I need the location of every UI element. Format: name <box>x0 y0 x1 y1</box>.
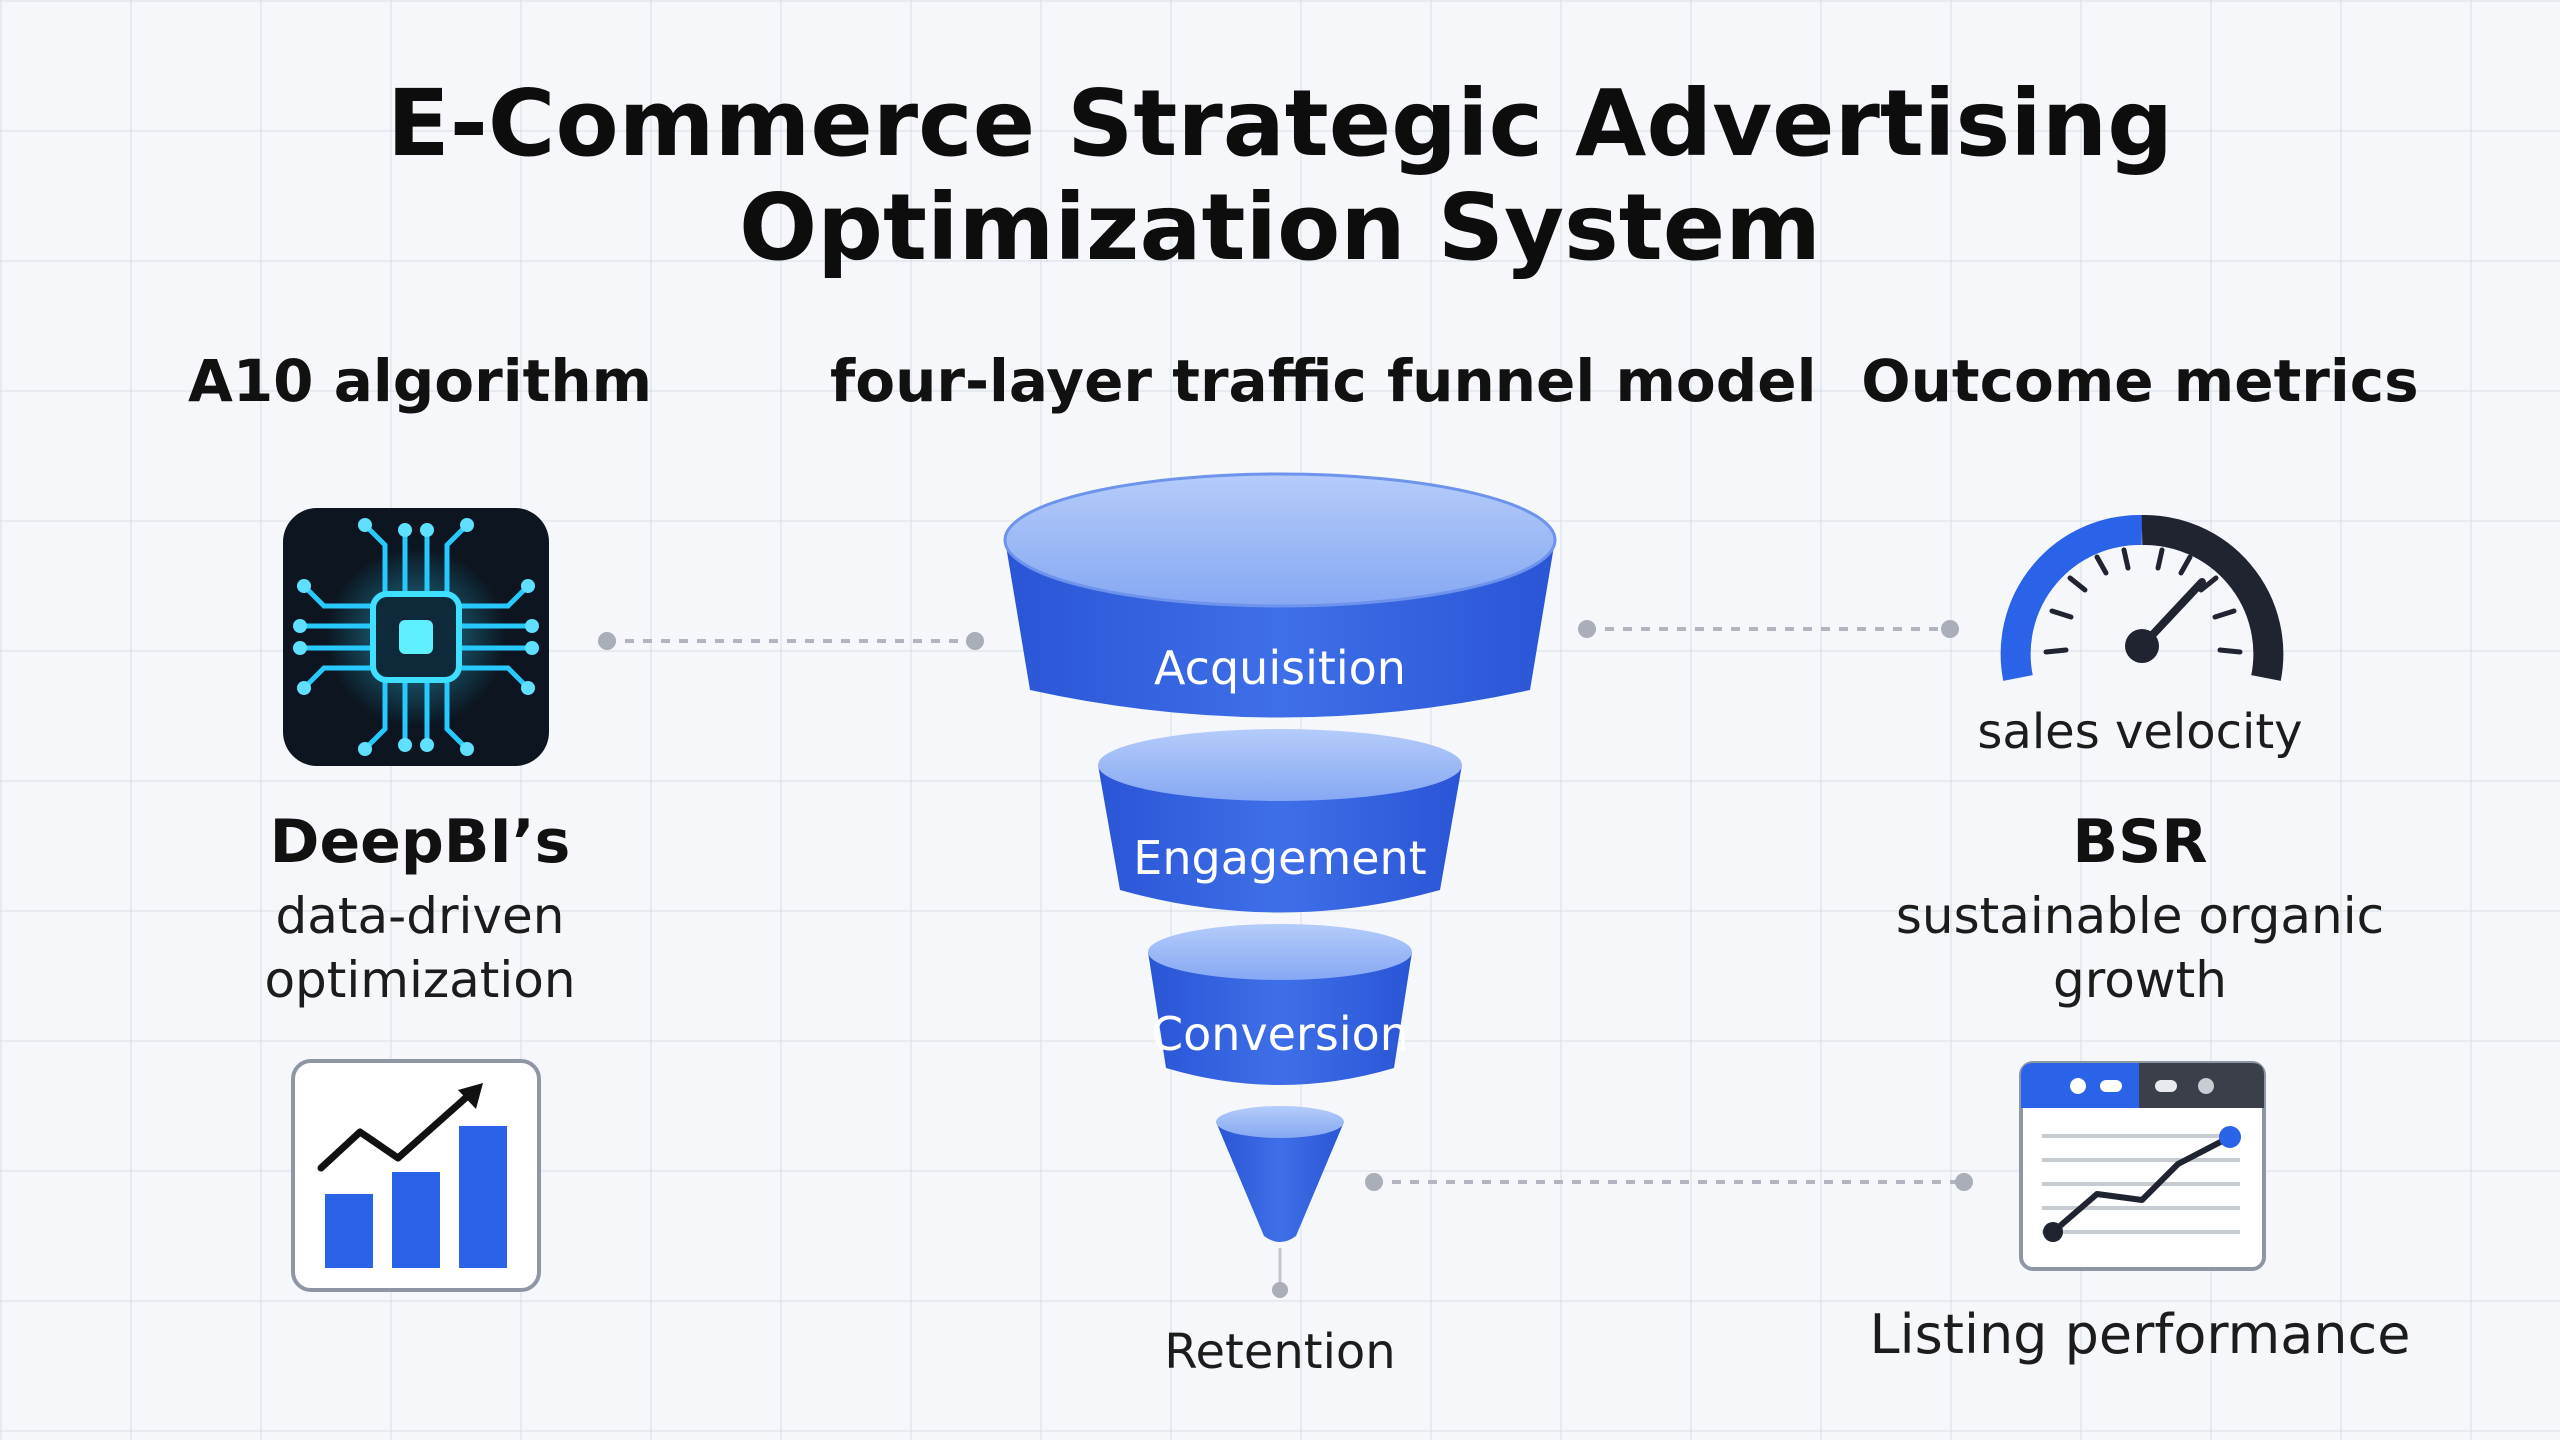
deepbi-label: DeepBI’s <box>269 807 571 877</box>
circuit-chip-icon <box>283 508 549 766</box>
deepbi-description-line-1: data-driven <box>275 887 565 945</box>
sales-velocity-label: sales velocity <box>1977 704 2303 760</box>
speedometer-gauge-icon <box>2000 514 2284 681</box>
listing-performance-window-icon <box>2019 1061 2266 1271</box>
traffic-funnel: Acquisition Engagement Conversion <box>1003 472 1557 1298</box>
bar-chart-growth-icon <box>291 1059 541 1292</box>
page-title: E-Commerce Strategic Advertising Optimiz… <box>280 72 2280 280</box>
deepbi-description: data-driven optimization <box>150 884 690 1012</box>
funnel-layer-engagement <box>1098 729 1462 913</box>
title-line-1: E-Commerce Strategic Advertising <box>386 70 2174 177</box>
funnel-layer-acquisition <box>1003 472 1557 718</box>
connector-chip-to-funnel <box>598 632 984 650</box>
funnel-label-conversion: Conversion <box>1151 1007 1409 1061</box>
listing-performance-label: Listing performance <box>1869 1303 2411 1366</box>
funnel-label-engagement: Engagement <box>1133 831 1426 885</box>
funnel-label-acquisition: Acquisition <box>1154 641 1406 695</box>
funnel-layer-retention-tip <box>1216 1106 1344 1242</box>
bsr-description: sustainable organic growth <box>1850 884 2430 1012</box>
funnel-layer-conversion <box>1148 924 1412 1085</box>
bsr-label: BSR <box>2072 807 2208 877</box>
column-heading-outcomes: Outcome metrics <box>1861 347 2419 415</box>
bsr-description-line-2: growth <box>2053 951 2227 1009</box>
column-heading-funnel: four-layer traffic funnel model <box>830 347 1817 415</box>
bsr-description-line-1: sustainable organic <box>1895 887 2385 945</box>
title-line-2: Optimization System <box>738 174 1822 281</box>
funnel-label-retention: Retention <box>1164 1324 1396 1380</box>
column-heading-a10: A10 algorithm <box>187 347 653 415</box>
connector-funnel-to-listing <box>1365 1173 1973 1191</box>
deepbi-description-line-2: optimization <box>264 951 576 1009</box>
connector-funnel-to-gauge <box>1578 620 1959 638</box>
